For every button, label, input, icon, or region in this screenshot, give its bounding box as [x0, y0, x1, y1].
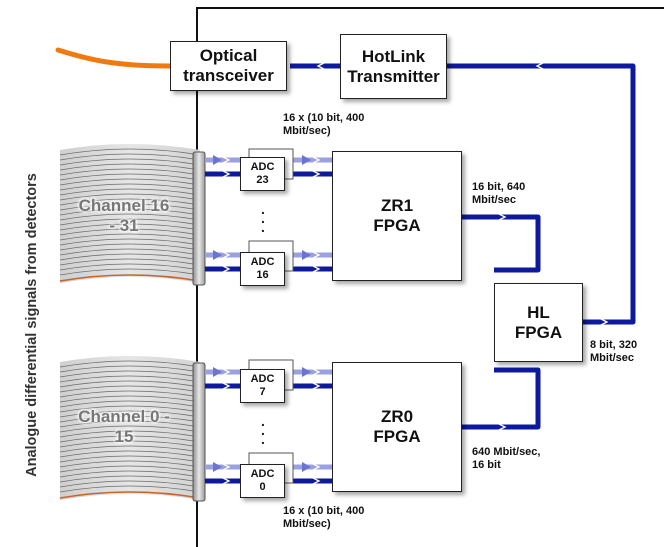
- side-label: Analogue differential signals from detec…: [24, 173, 40, 477]
- adc-7-box: ADC 7: [240, 369, 285, 403]
- zr0-fpga-box: ZR0 FPGA: [332, 362, 462, 492]
- cable-label-bottom: Channel 0 - 15: [78, 407, 170, 446]
- zr1-fpga-label: ZR1 FPGA: [373, 196, 421, 235]
- ellipsis-bottom: ...: [261, 413, 265, 447]
- arrowheads: [220, 61, 609, 486]
- zr0-fpga-label: ZR0 FPGA: [373, 407, 421, 446]
- optical-transceiver-label: Optical transceiver: [183, 46, 274, 85]
- connector-top: [192, 151, 206, 286]
- hotlink-transmitter-box: HotLink Transmitter: [340, 34, 447, 99]
- adc-bottom-rate-label: 16 x (10 bit, 400 Mbit/sec): [283, 505, 365, 530]
- hl-fpga-label: HL FPGA: [514, 302, 563, 342]
- hl-output-label: 8 bit, 320 Mbit/sec: [590, 339, 638, 364]
- adc-input-lines: [205, 157, 332, 470]
- hl-fpga-box: HL FPGA: [494, 283, 583, 362]
- adc-23-label: ADC 23: [250, 161, 275, 186]
- adc-23-box: ADC 23: [240, 157, 285, 191]
- zr1-output-label: 16 bit, 640 Mbit/sec: [472, 181, 526, 206]
- ribbon-cable-top: [59, 144, 201, 283]
- adc-16-box: ADC 16: [240, 252, 285, 286]
- zr1-fpga-box: ZR1 FPGA: [332, 151, 462, 281]
- adc-16-label: ADC 16: [250, 256, 275, 281]
- adc-0-box: ADC 0: [240, 464, 285, 498]
- input-arrowheads: [213, 155, 311, 472]
- adc-stack-backs: [248, 148, 294, 484]
- optical-transceiver-box: Optical transceiver: [170, 41, 287, 91]
- zr0-output-label: 640 Mbit/sec, 16 bit: [472, 446, 541, 471]
- hotlink-transmitter-label: HotLink Transmitter: [347, 46, 440, 86]
- adc-7-label: ADC 7: [250, 373, 275, 398]
- adc-top-rate-label: 16 x (10 bit, 400 Mbit/sec): [283, 112, 365, 137]
- ribbon-cable-bottom: [59, 356, 201, 500]
- connector-bottom: [192, 362, 206, 502]
- optical-fiber: [55, 47, 173, 69]
- cable-label-top: Channel 16 - 31: [78, 196, 170, 235]
- ellipsis-top: ...: [261, 201, 265, 235]
- adc-0-label: ADC 0: [250, 468, 275, 493]
